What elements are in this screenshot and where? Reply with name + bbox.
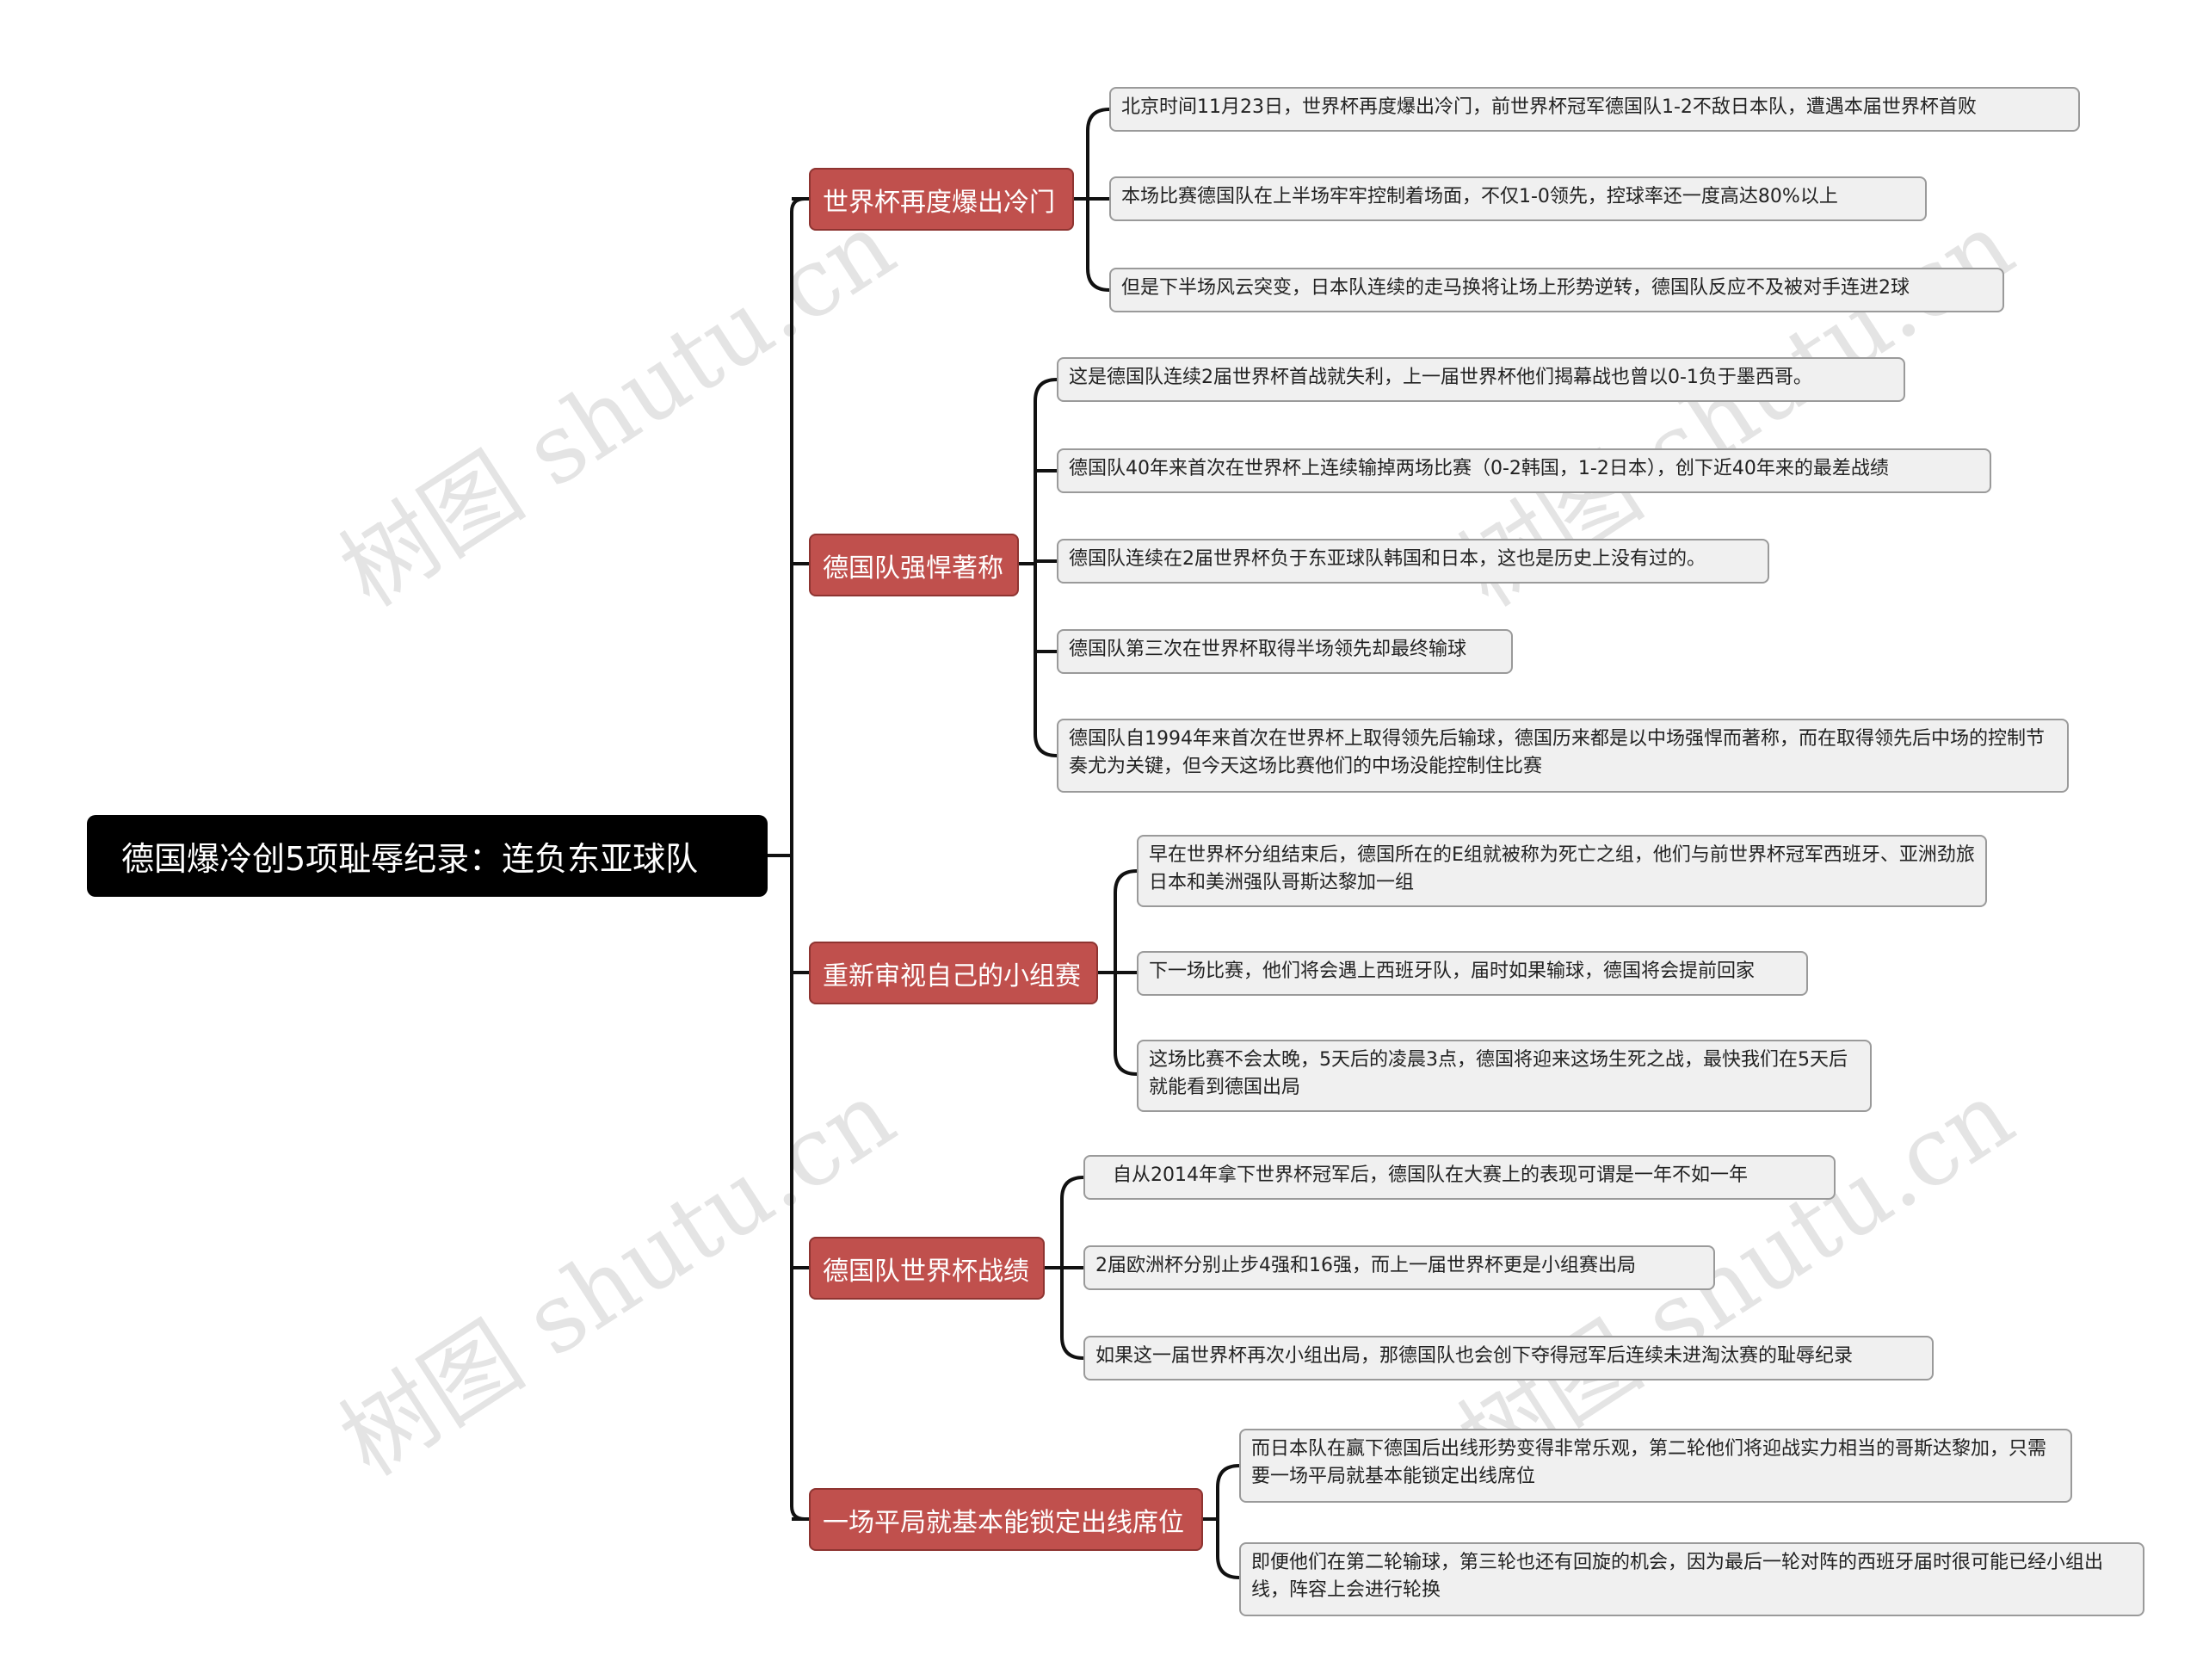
leaf-topic[interactable]: 自从2014年拿下世界杯冠军后，德国队在大赛上的表现可谓是一年不如一年 — [1083, 1155, 1836, 1200]
leaf-topic[interactable]: 而日本队在赢下德国后出线形势变得非常乐观，第二轮他们将迎战实力相当的哥斯达黎加，… — [1239, 1429, 2072, 1503]
connector — [1034, 378, 1058, 757]
leaf-topic[interactable]: 2届欧洲杯分别止步4强和16强，而上一届世界杯更是小组赛出局 — [1083, 1245, 1715, 1290]
leaf-topic[interactable]: 德国队40年来首次在世界杯上连续输掉两场比赛（0-2韩国，1-2日本），创下近4… — [1057, 448, 1991, 493]
leaf-topic[interactable]: 这场比赛不会太晚，5天后的凌晨3点，德国将迎来这场生死之战，最快我们在5天后就能… — [1137, 1040, 1872, 1112]
leaf-topic[interactable]: 这是德国队连续2届世界杯首战就失利，上一届世界杯他们揭幕战也曾以0-1负于墨西哥… — [1057, 357, 1905, 402]
leaf-topic[interactable]: 但是下半场风云突变，日本队连续的走马换将让场上形势逆转，德国队反应不及被对手连进… — [1109, 268, 2004, 312]
leaf-topic[interactable]: 早在世界杯分组结束后，德国所在的E组就被称为死亡之组，他们与前世界杯冠军西班牙、… — [1137, 835, 1987, 907]
branch-topic[interactable]: 一场平局就基本能锁定出线席位 — [809, 1488, 1203, 1551]
leaf-topic[interactable]: 德国队第三次在世界杯取得半场领先却最终输球 — [1057, 629, 1513, 674]
branch-topic[interactable]: 德国队世界杯战绩 — [809, 1237, 1045, 1300]
leaf-topic[interactable]: 北京时间11月23日，世界杯再度爆出冷门，前世界杯冠军德国队1-2不敌日本队，遭… — [1109, 87, 2080, 132]
leaf-topic[interactable]: 即便他们在第二轮输球，第三轮也还有回旋的机会，因为最后一轮对阵的西班牙届时很可能… — [1239, 1542, 2144, 1616]
branch-topic[interactable]: 重新审视自己的小组赛 — [809, 942, 1098, 1004]
leaf-topic[interactable]: 德国队连续在2届世界杯负于东亚球队韩国和日本，这也是历史上没有过的。 — [1057, 539, 1769, 584]
leaf-topic[interactable]: 如果这一届世界杯再次小组出局，那德国队也会创下夺得冠军后连续未进淘汰赛的耻辱纪录 — [1083, 1336, 1934, 1380]
leaf-topic[interactable]: 下一场比赛，他们将会遇上西班牙队，届时如果输球，德国将会提前回家 — [1137, 951, 1808, 996]
connector — [790, 197, 805, 1521]
connector — [1086, 108, 1110, 292]
branch-topic[interactable]: 世界杯再度爆出冷门 — [809, 168, 1074, 231]
branch-topic[interactable]: 德国队强悍著称 — [809, 534, 1019, 596]
connector — [1216, 1464, 1240, 1579]
leaf-topic[interactable]: 本场比赛德国队在上半场牢牢控制着场面，不仅1-0领先，控球率还一度高达80%以上 — [1109, 176, 1927, 221]
root-topic[interactable]: 德国爆冷创5项耻辱纪录：连负东亚球队 — [87, 815, 768, 897]
leaf-topic[interactable]: 德国队自1994年来首次在世界杯上取得领先后输球，德国历来都是以中场强悍而著称，… — [1057, 719, 2069, 793]
connector — [1114, 869, 1138, 1076]
connector — [1060, 1176, 1084, 1360]
